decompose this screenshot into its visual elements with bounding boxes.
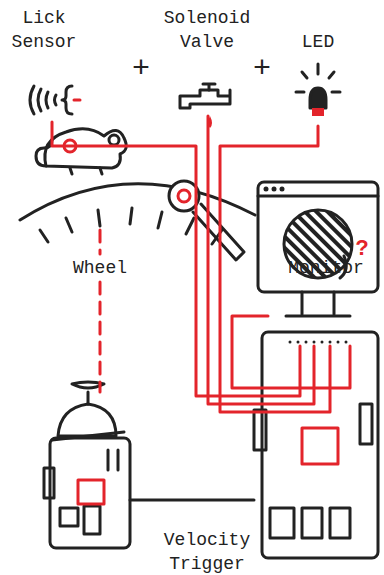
plus-sign: + [247,54,277,84]
device-label: LED [288,30,348,54]
question-mark: ? [352,238,372,262]
signal-label: Velocity Trigger [157,528,257,575]
device-label: Wheel [62,256,138,280]
plus-sign: + [126,54,156,84]
device-label: Lick Sensor [8,6,80,54]
device-label: Solenoid Valve [157,6,257,54]
